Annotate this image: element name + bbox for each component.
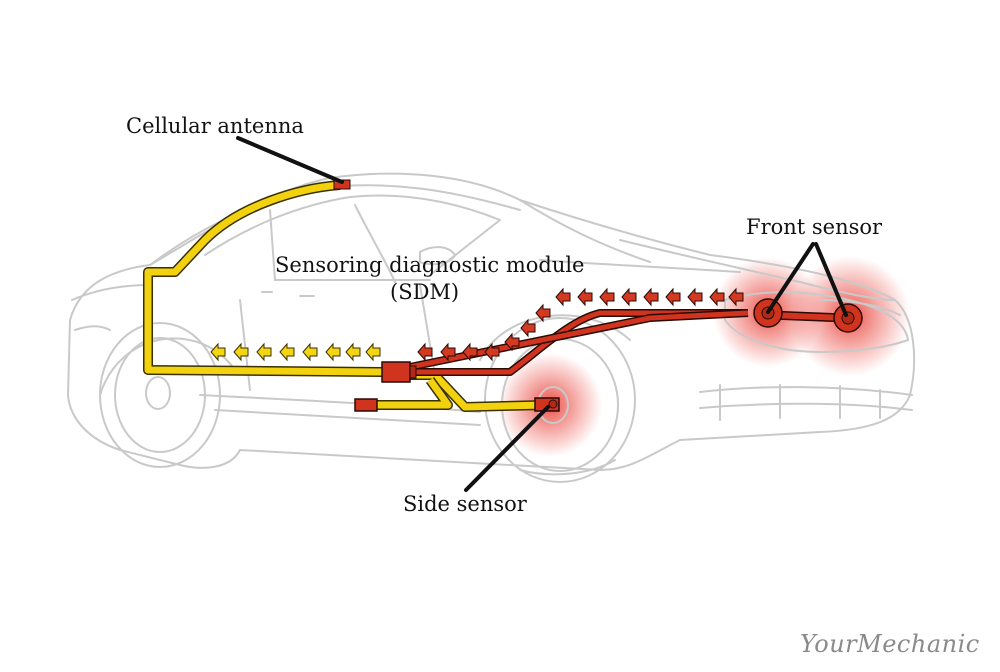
cellular-antenna-label: Cellular antenna <box>126 114 304 138</box>
sdm-label-line1: Sensoring diagnostic module <box>275 253 585 277</box>
brand-logo: YourMechanic <box>800 630 980 658</box>
side-sensor-label: Side sensor <box>403 492 527 516</box>
sdm-label-line2: (SDM) <box>390 280 460 304</box>
front-sensor-label: Front sensor <box>746 215 883 239</box>
leader-lines <box>236 136 848 492</box>
yellow-wiring <box>143 180 546 412</box>
yellow-signal-arrows <box>210 343 381 361</box>
rear-connector <box>354 398 378 412</box>
front-sensor-right <box>833 303 863 333</box>
side-sensor <box>534 397 560 412</box>
sdm-module <box>381 361 417 383</box>
